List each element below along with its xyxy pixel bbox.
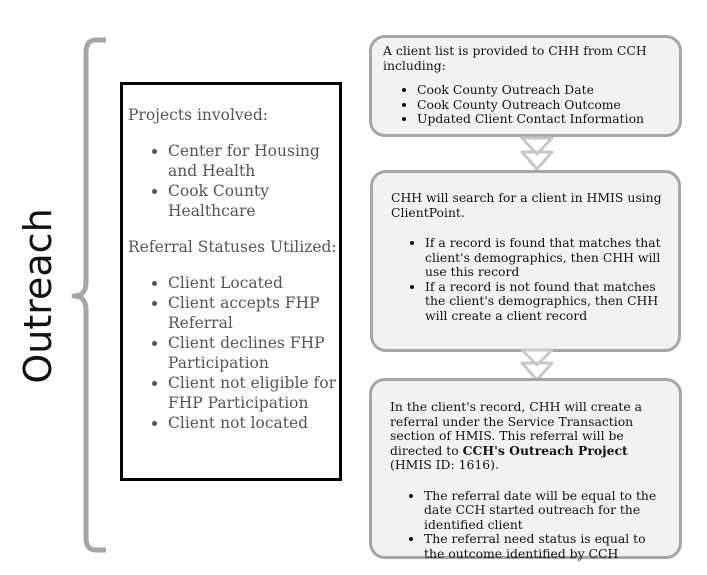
step-2-item: If a record is not found that matches th…: [425, 279, 668, 324]
step-1-item: Cook County Outreach Outcome: [417, 97, 669, 113]
project-item: Center for Housing and Health: [168, 141, 339, 181]
step-1-list: Cook County Outreach Date Cook County Ou…: [383, 82, 669, 127]
status-item: Client not located: [168, 413, 339, 433]
statuses-heading: Referral Statuses Utilized:: [128, 238, 337, 256]
step-3-list: The referral date will be equal to the d…: [390, 488, 669, 562]
step-2-box: CHH will search for a client in HMIS usi…: [370, 170, 681, 352]
step-3-box: In the client's record, CHH will create …: [369, 378, 682, 562]
step-2-intro: CHH will search for a client in HMIS usi…: [391, 190, 662, 220]
step-2-list: If a record is found that matches that c…: [391, 235, 668, 324]
project-item: Cook County Healthcare: [168, 181, 339, 221]
down-chevron-icon: [520, 136, 554, 171]
status-item: Client not eligible for FHP Participatio…: [168, 373, 339, 413]
step-3-intro-suffix: (HMIS ID: 1616).: [390, 457, 499, 472]
step-1-item: Cook County Outreach Date: [417, 82, 669, 98]
status-item: Client Located: [168, 273, 339, 293]
step-1-box: A client list is provided to CHH from CC…: [369, 35, 682, 137]
step-3-item: The referral need status is equal to the…: [424, 531, 669, 561]
status-item: Client declines FHP Participation: [168, 333, 339, 373]
step-3-item: The referral date will be equal to the d…: [424, 488, 669, 533]
status-item: Client accepts FHP Referral: [168, 293, 339, 333]
step-1-intro: A client list is provided to CHH from CC…: [383, 43, 647, 73]
statuses-list: Client Located Client accepts FHP Referr…: [128, 273, 339, 433]
projects-panel: Projects involved: Center for Housing an…: [120, 82, 342, 481]
step-3-project-name: CCH's Outreach Project: [462, 442, 628, 458]
projects-list: Center for Housing and Health Cook Count…: [128, 141, 339, 221]
step-3-intro: In the client's record, CHH will create …: [390, 399, 669, 473]
projects-heading: Projects involved:: [128, 106, 268, 124]
step-3-intro-text: In the client's record, CHH will create …: [390, 399, 642, 458]
step-2-item: If a record is found that matches that c…: [425, 235, 668, 280]
step-1-item: Updated Client Contact Information: [417, 111, 669, 127]
down-chevron-icon: [520, 348, 554, 382]
